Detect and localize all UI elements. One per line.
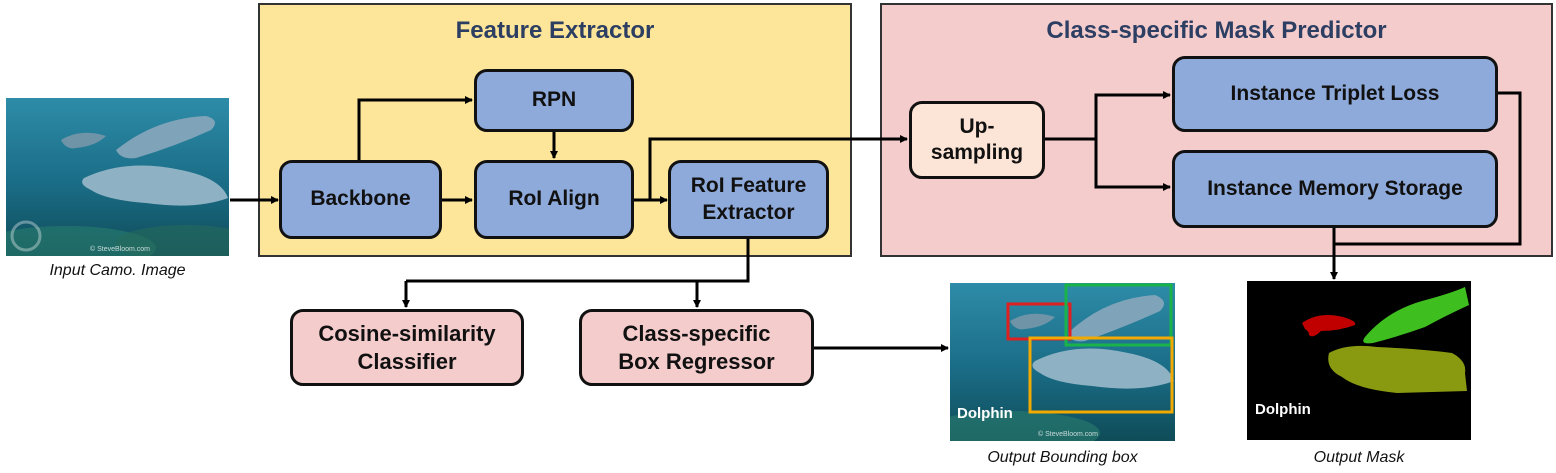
- mask-predictor-title: Class-specific Mask Predictor: [1046, 17, 1387, 44]
- upsampling-block: Up-sampling: [909, 101, 1045, 179]
- output-bbox-image: Dolphin © SteveBloom.com: [950, 283, 1175, 441]
- output-mask-caption: Output Mask: [1313, 449, 1405, 466]
- box-regressor-label: Class-specific Box Regressor: [618, 321, 775, 374]
- rpn-label: RPN: [531, 88, 577, 112]
- arrow-triplet-to-mask: [1334, 91, 1522, 246]
- instance-memory-storage-block: Instance Memory Storage: [1172, 150, 1498, 228]
- mask-dolphin-label: Dolphin: [1255, 401, 1311, 418]
- instance-memory-storage-label: Instance Memory Storage: [1207, 176, 1463, 200]
- bbox-green: [1064, 283, 1173, 347]
- cosine-classifier-block: Cosine-similarity Classifier: [290, 309, 524, 386]
- mask-green-dolphin: [1363, 287, 1469, 344]
- instance-triplet-loss-label: Instance Triplet Loss: [1230, 81, 1440, 105]
- input-image-caption: Input Camo. Image: [49, 262, 186, 279]
- backbone-label: Backbone: [310, 187, 411, 211]
- arrow-featureextractor-split: [406, 238, 750, 283]
- instance-triplet-loss-block: Instance Triplet Loss: [1172, 56, 1498, 132]
- feature-extractor-title: Feature Extractor: [455, 17, 655, 44]
- bbox-orange: [1028, 336, 1174, 414]
- output-mask-image: Dolphin: [1247, 281, 1471, 440]
- upsampling-label: Up-sampling: [930, 114, 1024, 164]
- arrow-roialign-to-upsampling: [648, 135, 908, 200]
- input-watermark: © SteveBloom.com: [90, 246, 151, 253]
- bbox-watermark: © SteveBloom.com: [1038, 431, 1099, 438]
- roi-align-label: RoI Align: [508, 187, 600, 211]
- input-camo-image: © SteveBloom.com: [6, 98, 229, 256]
- roi-feature-extractor-label: RoI Feature Extractor: [690, 174, 807, 224]
- output-bbox-caption: Output Bounding box: [987, 449, 1138, 466]
- roi-feature-extractor-block: RoI Feature Extractor: [668, 160, 829, 239]
- rpn-block: RPN: [474, 69, 634, 132]
- arrow-backbone-to-rpn: [357, 96, 473, 160]
- cosine-classifier-label: Cosine-similarity Classifier: [318, 321, 496, 374]
- roi-align-block: RoI Align: [474, 160, 634, 239]
- bbox-dolphin-label: Dolphin: [957, 405, 1013, 422]
- box-regressor-block: Class-specific Box Regressor: [579, 309, 814, 386]
- backbone-block: Backbone: [279, 160, 442, 239]
- mask-red-dolphin: [1302, 315, 1356, 337]
- arrow-to-triplet-loss: [1094, 91, 1171, 139]
- mask-olive-dolphin: [1328, 345, 1467, 393]
- arrow-to-memory-storage: [1094, 139, 1171, 191]
